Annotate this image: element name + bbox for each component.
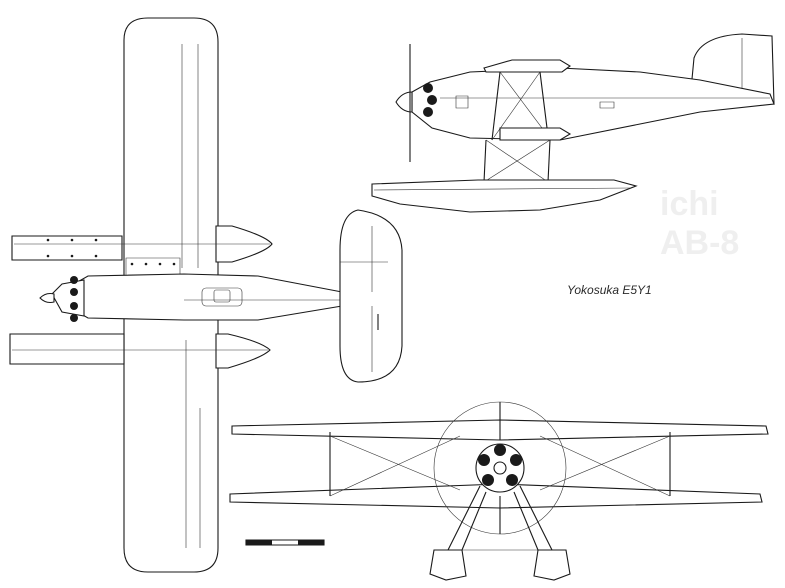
engine-top-view xyxy=(40,276,84,322)
scale-bar xyxy=(246,540,324,545)
float-side-view xyxy=(372,180,636,212)
top-view xyxy=(10,18,402,572)
lower-float-top-view xyxy=(10,334,124,364)
tailplane-top-view xyxy=(340,210,402,382)
front-view xyxy=(230,402,768,580)
bleed-through-text: ichi AB-8 xyxy=(660,185,740,262)
right-float-front-view xyxy=(534,550,570,580)
upper-float-top-view xyxy=(12,236,122,260)
side-view xyxy=(372,34,774,212)
caption: Yokosuka E5Y1 xyxy=(567,283,652,297)
engine-side-view xyxy=(396,44,437,162)
left-float-front-view xyxy=(430,550,466,580)
upper-wing-side-view xyxy=(484,60,570,72)
engine-front-view xyxy=(476,444,524,492)
